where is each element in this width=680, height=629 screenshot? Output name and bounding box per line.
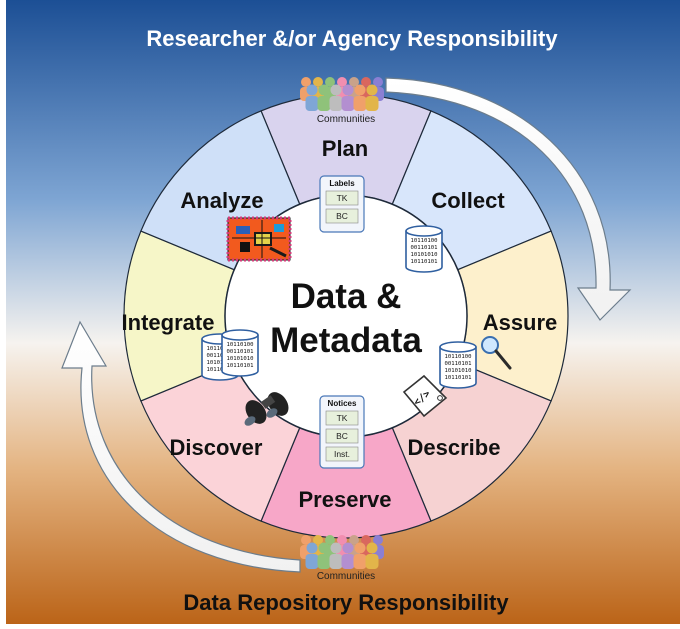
person-head-icon: [318, 84, 330, 96]
person-head-icon: [306, 542, 318, 554]
person-head-icon: [330, 84, 342, 96]
person-body-icon: [365, 96, 379, 111]
binary-row-text: 00110101: [227, 349, 254, 355]
stage-label-integrate: Integrate: [122, 310, 215, 335]
stage-label-discover: Discover: [170, 435, 263, 460]
person-head-icon: [330, 542, 342, 554]
binary-row-text: 10110101: [227, 363, 254, 369]
stage-label-plan: Plan: [322, 136, 368, 161]
cylinder-top: [405, 225, 443, 237]
binary-row-text: 10101010: [411, 252, 438, 258]
stage-label-collect: Collect: [431, 188, 505, 213]
person-body-icon: [353, 554, 367, 569]
person-body-icon: [317, 96, 331, 111]
person-body-icon: [317, 554, 331, 569]
top-cycle-arrow-icon: [385, 77, 632, 321]
binary-row-text: 00110101: [445, 361, 472, 367]
notices-tag-card: Notices TK BC Inst.: [319, 395, 365, 469]
person-head-icon: [354, 84, 366, 96]
bottom-cycle-arrow-icon: [61, 320, 301, 573]
notices-tag-header: Notices: [328, 399, 357, 408]
communities-people-icon-bottom: [300, 535, 384, 569]
stage-label-analyze: Analyze: [180, 188, 263, 213]
person-head-icon: [342, 84, 354, 96]
person-head-icon: [373, 77, 383, 87]
binary-row-text: 10110100: [411, 238, 438, 244]
communities-label-top: Communities: [317, 114, 375, 125]
communities-label-bottom: Communities: [317, 571, 375, 582]
person-body-icon: [365, 554, 379, 569]
binary-row-text: 10101010: [207, 360, 234, 366]
cylinder-body: [439, 347, 477, 389]
person-head-icon: [349, 77, 359, 87]
footer-title: Data Repository Responsibility: [183, 590, 509, 615]
binary-row-text: 10101010: [445, 368, 472, 374]
person-body-icon: [329, 554, 343, 569]
person-head-icon: [337, 535, 347, 545]
binoculars-icon: [244, 392, 289, 426]
person-head-icon: [301, 535, 311, 545]
person-head-icon: [325, 77, 335, 87]
person-head-icon: [301, 77, 311, 87]
center-title-line2: Metadata: [270, 321, 422, 360]
center-title-line1: Data &: [291, 277, 402, 316]
binary-row-text: 00110101: [411, 245, 438, 251]
person-head-icon: [313, 535, 323, 545]
labels-tag-card: Labels TK BC: [319, 175, 365, 233]
person-head-icon: [318, 542, 330, 554]
person-head-icon: [366, 542, 378, 554]
binary-row-text: 10110101: [411, 259, 438, 265]
cylinder-top: [221, 329, 259, 341]
person-head-icon: [306, 84, 318, 96]
code-tag-icon: </>: [402, 374, 448, 418]
labels-tag-item-tk: TK: [337, 193, 348, 203]
stage-label-preserve: Preserve: [299, 487, 392, 512]
person-body-icon: [353, 96, 367, 111]
communities-people-icon-top: [300, 77, 384, 111]
person-body-icon: [305, 96, 319, 111]
person-head-icon: [354, 542, 366, 554]
binary-row-text: 10110101: [445, 375, 472, 381]
person-head-icon: [361, 77, 371, 87]
binary-row-text: 00110101: [207, 353, 234, 359]
cylinder-body: [405, 231, 443, 273]
binary-row-text: 10110100: [207, 346, 234, 352]
stage-label-describe: Describe: [408, 435, 501, 460]
person-head-icon: [325, 535, 335, 545]
cylinder-body: [221, 335, 259, 377]
person-body-icon: [341, 96, 355, 111]
header-title: Researcher &/or Agency Responsibility: [146, 26, 558, 51]
notices-tag-item-tk: TK: [337, 413, 348, 423]
person-head-icon: [342, 542, 354, 554]
labels-tag-item-bc: BC: [336, 211, 348, 221]
person-head-icon: [366, 84, 378, 96]
person-body-icon: [305, 554, 319, 569]
person-body-icon: [329, 96, 343, 111]
person-head-icon: [349, 535, 359, 545]
person-head-icon: [361, 535, 371, 545]
labels-tag-header: Labels: [329, 179, 355, 188]
notices-tag-item-bc: BC: [336, 431, 348, 441]
binary-row-text: 10110100: [445, 354, 472, 360]
notices-tag-item-inst: Inst.: [334, 449, 350, 459]
person-body-icon: [341, 554, 355, 569]
binary-row-text: 10110101: [207, 367, 234, 373]
person-head-icon: [337, 77, 347, 87]
person-head-icon: [373, 535, 383, 545]
stage-label-assure: Assure: [483, 310, 558, 335]
analyze-circuit-image-icon: [226, 216, 292, 262]
binary-row-text: 10110100: [227, 342, 254, 348]
binary-row-text: 10101010: [227, 356, 254, 362]
person-head-icon: [313, 77, 323, 87]
cylinder-top: [439, 341, 477, 353]
magnifying-glass-icon: [481, 336, 512, 370]
